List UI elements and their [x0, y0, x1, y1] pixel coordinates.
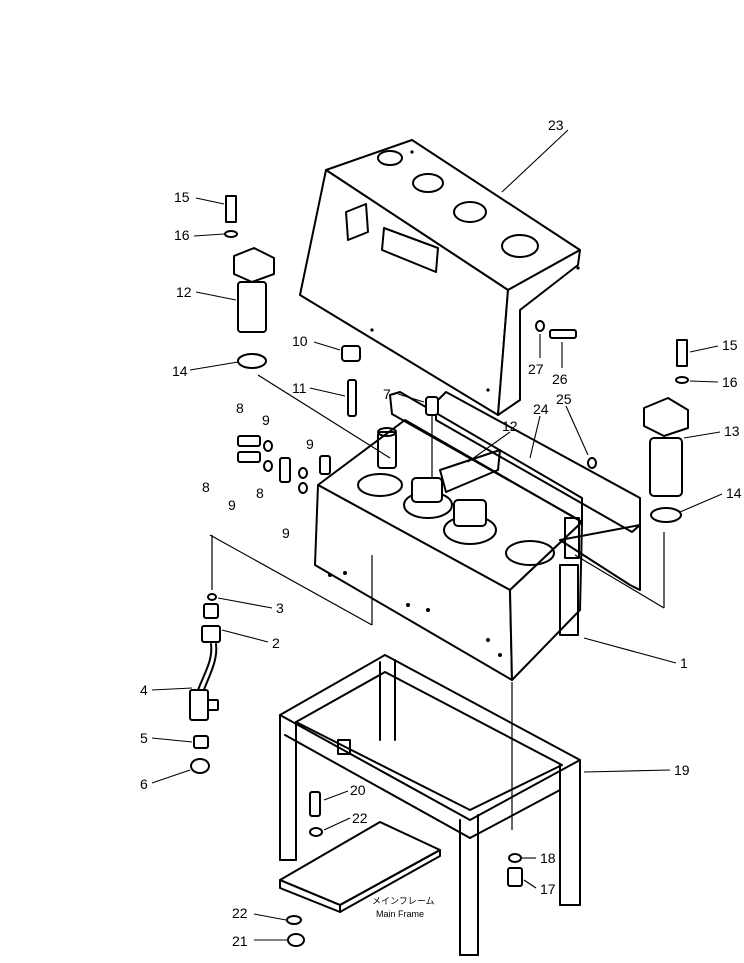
label-17: 17: [540, 881, 556, 897]
label-18: 18: [540, 850, 556, 866]
nut-21: [287, 933, 305, 947]
main-frame-plate: メインフレーム Main Frame: [279, 821, 441, 919]
washer-18: [508, 853, 522, 863]
label-23: 23: [548, 117, 564, 133]
label-5: 5: [140, 730, 148, 746]
label-22-lower: 22: [232, 905, 248, 921]
filter-13-right: [643, 339, 689, 523]
breather-7: [425, 396, 439, 478]
label-8-mid: 8: [256, 485, 264, 501]
label-16-right: 16: [722, 374, 738, 390]
filter-12-left: [224, 195, 275, 369]
bolt-17: [507, 867, 523, 887]
label-9-mid: 9: [306, 436, 314, 452]
label-16-left: 16: [174, 227, 190, 243]
label-8-top: 8: [236, 400, 244, 416]
part-labels: 23 15 16 12 14 10 11 7 24 25 12 15 16 13…: [140, 117, 742, 949]
label-4: 4: [140, 682, 148, 698]
filter-on-tank-b: [443, 499, 497, 545]
main-frame-label-jp: メインフレーム: [372, 896, 434, 906]
label-25: 25: [556, 391, 572, 407]
washer-22a: [309, 827, 323, 837]
elbow-10: [341, 345, 361, 362]
label-7: 7: [383, 386, 391, 402]
label-15-left: 15: [174, 189, 190, 205]
label-19: 19: [674, 762, 690, 778]
label-13: 13: [724, 423, 740, 439]
label-22-upper: 22: [352, 810, 368, 826]
label-20: 20: [350, 782, 366, 798]
label-27: 27: [528, 361, 544, 377]
label-9-top: 9: [262, 412, 270, 428]
cover-23: [299, 139, 581, 416]
leader-lines: [151, 129, 723, 941]
label-21: 21: [232, 933, 248, 949]
hose-assembly: [189, 593, 221, 774]
label-3: 3: [276, 600, 284, 616]
gauge-11: [347, 379, 357, 417]
label-12-tank: 12: [502, 418, 518, 434]
label-2: 2: [272, 635, 280, 651]
label-14-left: 14: [172, 363, 188, 379]
label-10: 10: [292, 333, 308, 349]
label-8-left: 8: [202, 479, 210, 495]
label-9-low: 9: [282, 525, 290, 541]
plug-25: [587, 457, 597, 469]
label-24: 24: [533, 401, 549, 417]
label-1: 1: [680, 655, 688, 671]
tank-1: [314, 391, 583, 681]
assembly-lines: [209, 374, 665, 830]
label-14-right: 14: [726, 485, 742, 501]
filter-on-tank-a: [403, 477, 453, 519]
washer-22b: [286, 915, 302, 925]
label-6: 6: [140, 776, 148, 792]
frame-19: [279, 654, 581, 956]
label-12-left: 12: [176, 284, 192, 300]
bolt-20: [309, 791, 321, 817]
label-15-right: 15: [722, 337, 738, 353]
label-26: 26: [552, 371, 568, 387]
main-frame-label-en: Main Frame: [376, 909, 424, 919]
label-11: 11: [292, 380, 307, 396]
washer-27: [535, 320, 545, 332]
label-9-left: 9: [228, 497, 236, 513]
fittings-8-9: [237, 435, 331, 494]
strip-24: [435, 391, 641, 591]
bolt-26: [549, 329, 577, 339]
